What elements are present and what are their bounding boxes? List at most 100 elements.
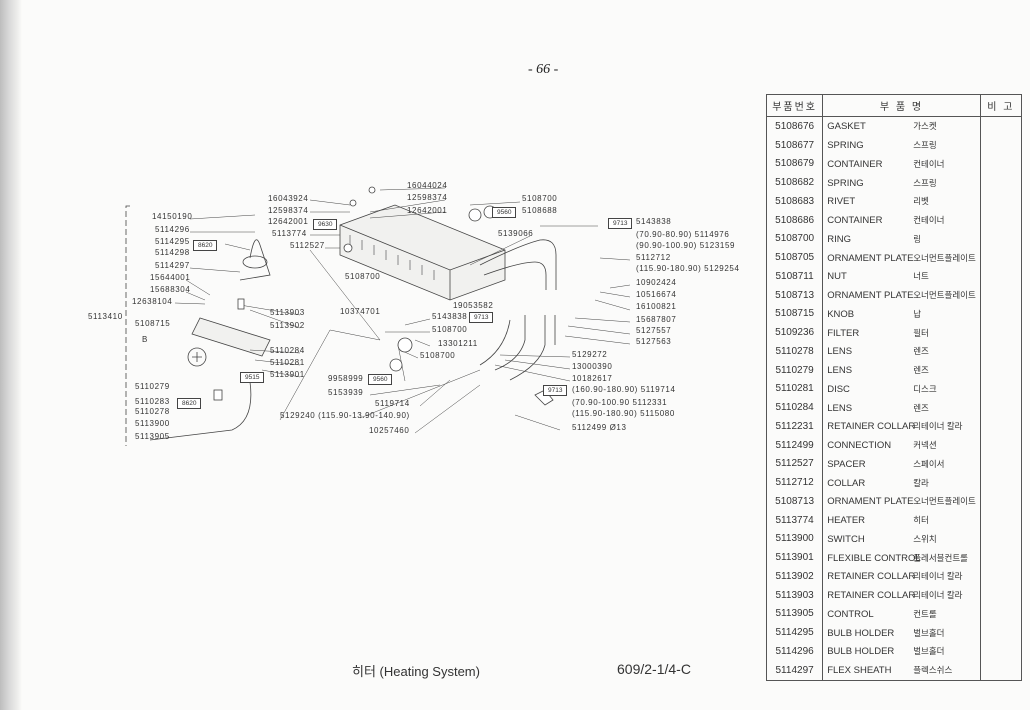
model-code-box: 8620: [177, 398, 202, 409]
part-callout: 5114297: [155, 261, 190, 270]
scan-binding-edge: [0, 0, 22, 710]
part-callout: 16044024: [407, 181, 448, 190]
footer-code: 609/2-1/4-C: [617, 661, 691, 677]
part-name-ko: 컨테이너: [913, 158, 945, 169]
part-number: 5108679: [765, 154, 824, 174]
part-name-en: LENS: [827, 346, 853, 358]
part-callout: (115.90-180.90) 5115080: [572, 409, 675, 418]
part-number: 5113905: [765, 604, 824, 624]
part-callout: 9958999: [328, 374, 364, 383]
part-name: RETAINER COLLAR리테이너 칼라: [822, 585, 981, 605]
part-name: RETAINER COLLAR리테이너 칼라: [822, 417, 981, 436]
part-callout: 5110278: [135, 407, 170, 416]
part-name-ko: 링: [913, 233, 922, 244]
part-callout: (70.90-80.90) 5114976: [636, 230, 730, 239]
part-callout: 5108688: [522, 206, 558, 215]
part-name-en: COLLAR: [827, 477, 866, 489]
part-name: ORNAMENT PLATE오너먼트플레이트: [822, 285, 981, 305]
part-callout: 5113902: [270, 321, 305, 330]
part-name-en: RETAINER COLLAR: [827, 571, 916, 583]
part-callout: 15687807: [636, 315, 677, 324]
model-code-box: 9515: [240, 372, 265, 383]
part-callout: 16043924: [268, 194, 309, 203]
part-name: ORNAMENT PLATE오너먼트플레이트: [822, 492, 981, 511]
part-name-en: BULB HOLDER: [827, 646, 895, 658]
part-name: RETAINER COLLAR리테이너 칼라: [822, 567, 981, 586]
remarks: [979, 154, 1023, 174]
part-callout: 5110281: [270, 358, 305, 367]
remarks: [979, 473, 1023, 492]
part-callout: 5108700: [522, 194, 558, 203]
part-name-ko: 오너먼트플레이트: [913, 496, 976, 507]
part-name-en: RETAINER COLLAR: [827, 590, 916, 602]
part-callout: 5108715: [135, 319, 171, 328]
part-name-ko: 스프링: [913, 177, 937, 188]
part-callout: 5113410: [88, 312, 123, 321]
part-callout: 5139066: [498, 229, 534, 238]
part-callout: 13301211: [438, 339, 478, 348]
part-name-ko: 렌즈: [913, 365, 929, 376]
part-callout: (115.90-180.90) 5129254: [636, 264, 740, 273]
part-name-ko: 리벳: [913, 196, 929, 207]
part-callout: 5143838: [636, 217, 672, 226]
part-number: 5109236: [765, 323, 824, 342]
remarks: [979, 435, 1023, 455]
part-callout: 10516674: [636, 290, 677, 299]
part-callout: 5108700: [345, 272, 381, 281]
part-number: 5113903: [765, 585, 824, 605]
part-name-en: DISC: [827, 383, 850, 395]
part-name-ko: 필터: [913, 327, 929, 338]
part-callout: 5114295: [155, 237, 190, 246]
part-number: 5108677: [765, 135, 824, 155]
part-callout: 5127563: [636, 337, 672, 346]
part-name-en: CONTROL: [827, 608, 874, 620]
header-part-number: 부품번호: [765, 94, 824, 117]
part-callout: 5110284: [270, 346, 305, 355]
part-name-ko: 리테이너 칼라: [913, 571, 963, 582]
part-number: 5112712: [765, 473, 824, 492]
remarks: [979, 173, 1023, 192]
remarks: [979, 492, 1023, 511]
part-callout: 10902424: [636, 278, 677, 287]
part-name-ko: 히터: [913, 515, 929, 526]
remarks: [979, 379, 1023, 399]
part-name-en: FILTER: [827, 327, 860, 339]
part-number: 5113901: [765, 548, 824, 567]
part-callout: 5110283: [135, 397, 170, 406]
table-header: 부품번호 부 품 명 비 고: [765, 94, 1023, 117]
part-name-en: RETAINER COLLAR: [827, 421, 916, 433]
part-number: 5110281: [765, 379, 824, 399]
part-callout: (160.90-180.90) 5119714: [572, 385, 676, 394]
part-name-en: SPRING: [827, 140, 864, 152]
part-number: 5110284: [765, 398, 824, 417]
part-number: 5108700: [765, 229, 824, 249]
remarks: [979, 398, 1023, 417]
part-number: 5112499: [765, 435, 824, 455]
part-number: 5113900: [765, 529, 824, 549]
part-callout: 12642001: [268, 217, 309, 226]
part-name-en: SPACER: [827, 458, 866, 470]
part-number: 5114297: [765, 660, 824, 681]
remarks: [979, 342, 1023, 361]
